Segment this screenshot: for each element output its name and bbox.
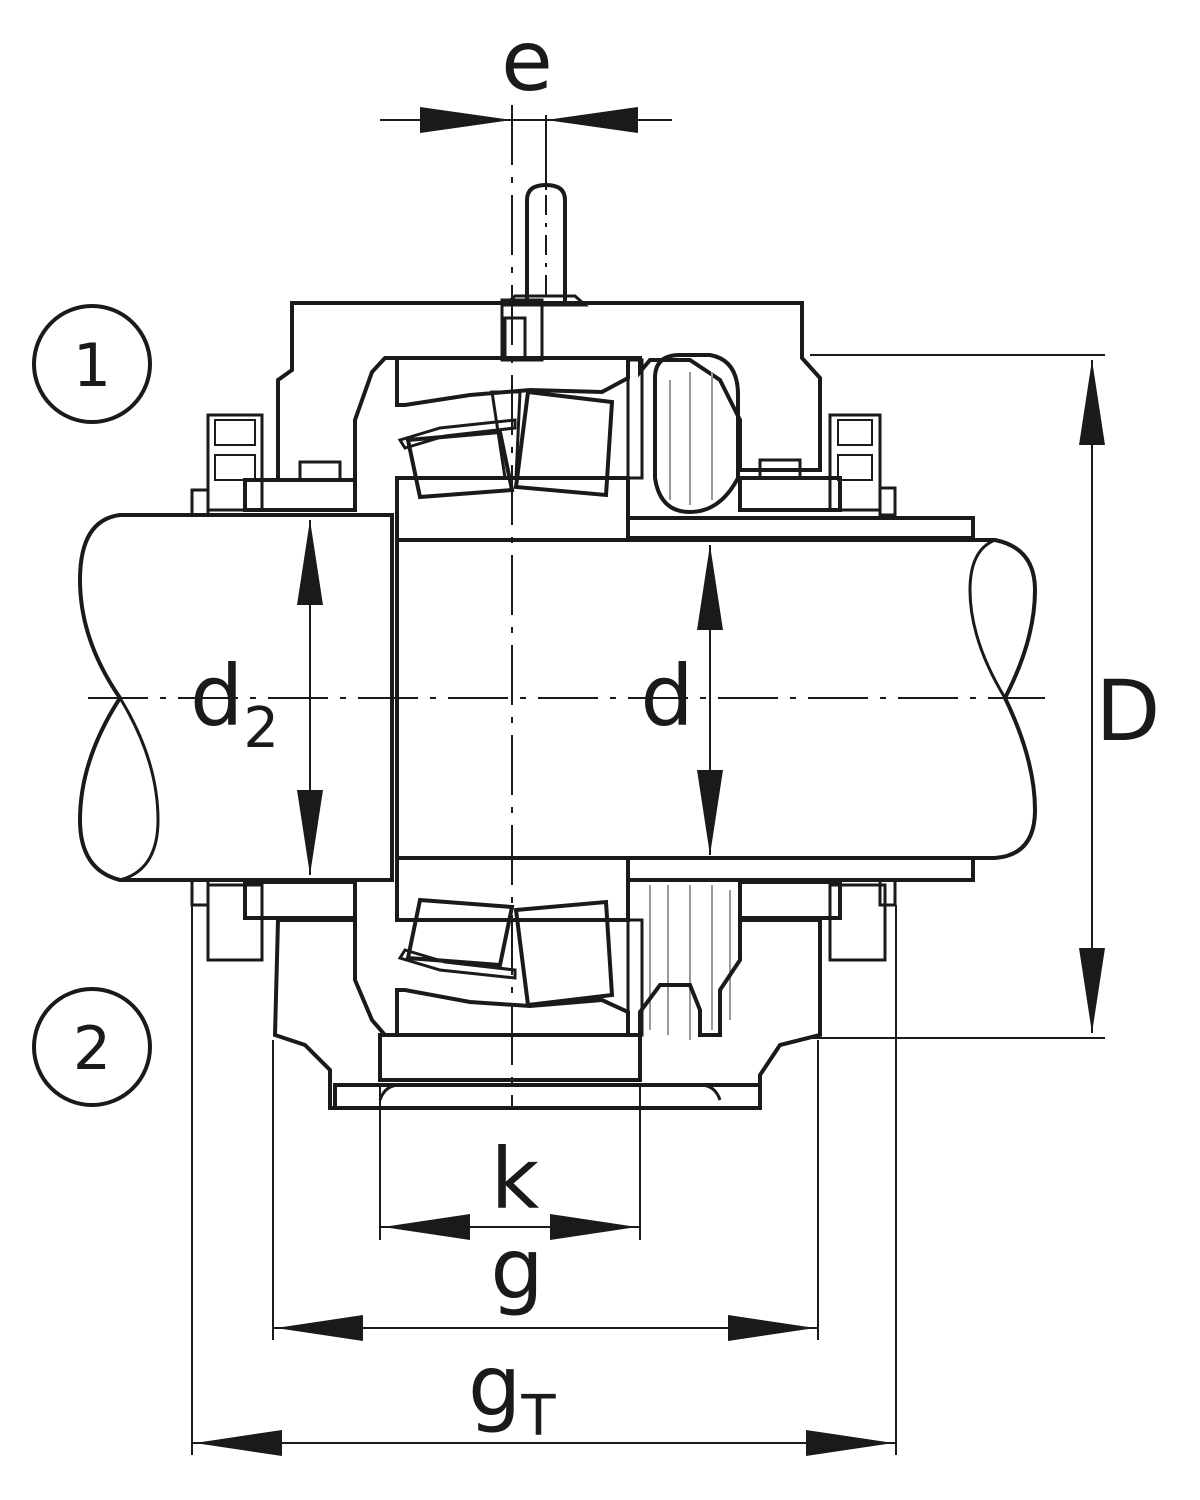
lock-nut-upper [653,353,740,515]
center-lines [88,105,1045,1110]
lock-nut-lower [649,885,731,1040]
label-e: e [501,12,553,110]
label-gT: gT [468,1337,556,1449]
callout-2: 2 [32,987,152,1107]
grease-nipple [501,182,589,360]
label-k: k [491,1130,540,1228]
adapter-sleeve-upper [626,516,975,540]
callout-1-label: 1 [73,331,111,401]
dimension-D: D [810,354,1161,1039]
label-d2: d2 [190,647,279,761]
seal-right-lower [738,878,897,962]
bearing-lower [395,856,644,1037]
callout-1: 1 [32,304,152,424]
label-D: D [1096,662,1161,760]
seal-left-lower [190,878,357,962]
dimension-k: k [379,1085,641,1240]
dimension-g: g [272,1040,819,1341]
bearing-upper [395,356,644,542]
dimension-d: d [640,545,723,855]
dimension-gT: gT [191,905,897,1456]
callout-2-label: 2 [73,1014,111,1084]
seal-right-upper [738,413,897,517]
dimension-d2: d2 [190,520,323,875]
label-g: g [490,1220,543,1318]
dimension-e: e [380,12,672,190]
housing-lower [272,918,822,1110]
seal-left-upper [190,413,357,517]
adapter-sleeve-lower [626,856,975,882]
label-d: d [640,647,693,745]
